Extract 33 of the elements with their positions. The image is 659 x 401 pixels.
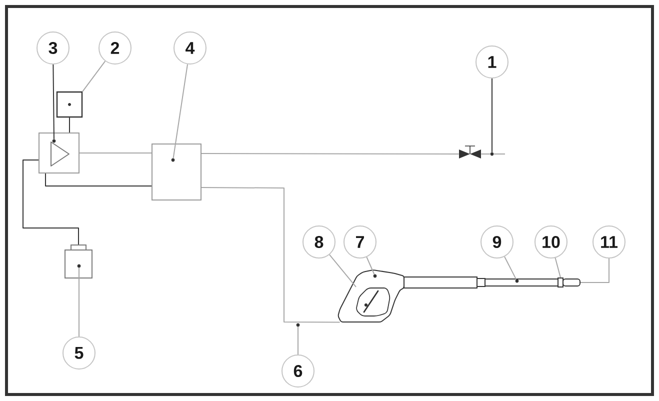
callout-number: 6 [282, 354, 314, 388]
leader-line [580, 258, 610, 283]
leader-line [328, 254, 356, 288]
valve-symbol [459, 146, 481, 158]
callout-number: 4 [174, 32, 206, 64]
callout-number: 11 [592, 226, 626, 258]
leader-line [82, 60, 106, 92]
leader-line [366, 256, 375, 275]
pipe-line [201, 153, 460, 154]
callout-number: 7 [344, 226, 376, 258]
component-box [64, 244, 92, 278]
pipe-line [79, 152, 152, 154]
leader-line [52, 64, 54, 140]
callout-number: 5 [62, 336, 96, 370]
callout-number: 3 [36, 32, 70, 64]
leader-line [504, 256, 517, 280]
spray-gun [338, 270, 486, 322]
nozzle-ring [558, 278, 564, 288]
leader-line [554, 257, 561, 278]
callout-number: 8 [302, 226, 336, 258]
leader-line [78, 267, 80, 337]
callout-number: 9 [480, 226, 514, 258]
component-box [56, 91, 83, 118]
callout-number: 10 [534, 226, 568, 258]
hose-line [201, 187, 340, 323]
callout-number: 2 [98, 32, 132, 64]
callout-number: 1 [476, 46, 508, 78]
pipe-line [22, 160, 79, 245]
leader-line [172, 64, 188, 159]
pipe-line [45, 173, 152, 186]
pipe-line [69, 117, 70, 133]
pump-symbol [38, 132, 80, 174]
component-box [152, 144, 202, 200]
